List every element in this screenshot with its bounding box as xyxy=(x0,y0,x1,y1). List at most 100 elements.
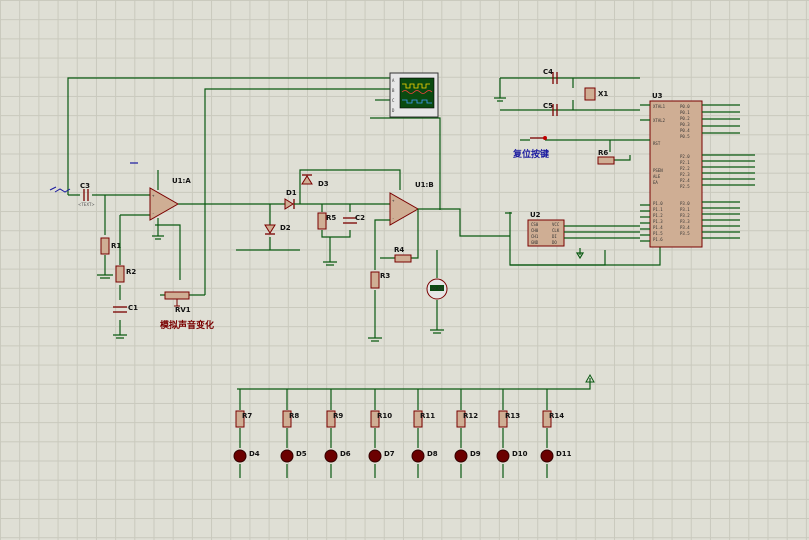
opamp-u1b[interactable]: + - xyxy=(389,192,420,226)
chip-u3[interactable]: XTAL1 XTAL2 RST PSEN ALE EA P1.0 P1.1 P1… xyxy=(649,100,703,248)
diode-d1[interactable] xyxy=(284,198,295,210)
resistor-r1[interactable] xyxy=(100,237,110,255)
svg-text:P0.2: P0.2 xyxy=(680,116,690,121)
label-u2: U2 xyxy=(530,211,541,219)
svg-text:P1.5: P1.5 xyxy=(653,231,663,236)
label-d2: D2 xyxy=(280,224,291,232)
crystal-x1[interactable] xyxy=(584,87,596,101)
led-resistor[interactable] xyxy=(456,410,466,428)
resistor-r4[interactable] xyxy=(394,254,412,263)
led-resistor[interactable] xyxy=(498,410,508,428)
led-diode-label: D8 xyxy=(427,450,438,458)
ground-r1 xyxy=(97,274,113,279)
resistor-r5[interactable] xyxy=(317,212,327,230)
wire-rv-to-scope xyxy=(204,88,390,295)
wire-u2 xyxy=(505,212,640,266)
led-diode[interactable] xyxy=(454,449,468,463)
svg-text:-: - xyxy=(152,211,154,216)
led-diode[interactable] xyxy=(496,449,510,463)
svg-text:DI: DI xyxy=(552,234,557,239)
wire-led-vcc xyxy=(237,378,591,390)
led-diode[interactable] xyxy=(324,449,338,463)
label-r2: R2 xyxy=(126,268,136,276)
wire-d2 xyxy=(236,204,300,251)
svg-text:XTAL1: XTAL1 xyxy=(653,104,666,109)
svg-text:+: + xyxy=(152,193,155,198)
wire-input-to-scope xyxy=(67,77,390,195)
potentiometer-rv1[interactable] xyxy=(164,291,190,307)
led-resistor[interactable] xyxy=(326,410,336,428)
svg-text:P0.5: P0.5 xyxy=(680,134,690,139)
signal-source[interactable] xyxy=(49,186,71,193)
svg-text:P3.0: P3.0 xyxy=(680,201,690,206)
svg-text:A: A xyxy=(392,78,395,83)
led-diode[interactable] xyxy=(280,449,294,463)
led-resistor[interactable] xyxy=(235,410,245,428)
diode-d2[interactable] xyxy=(264,224,276,235)
wire-u3-pins xyxy=(640,104,755,242)
led-diode[interactable] xyxy=(368,449,382,463)
label-r4: R4 xyxy=(394,246,404,254)
capacitor-c1[interactable] xyxy=(113,306,127,313)
svg-text:P2.3: P2.3 xyxy=(680,172,690,177)
ground-c1 xyxy=(113,334,127,339)
svg-text:B: B xyxy=(392,88,395,93)
led-diode-label: D5 xyxy=(296,450,307,458)
resistor-r2[interactable] xyxy=(115,265,125,283)
resistor-r3[interactable] xyxy=(370,271,380,289)
svg-text:DO: DO xyxy=(552,240,557,245)
led-resistor-label: R10 xyxy=(377,412,392,420)
capacitor-c3[interactable] xyxy=(83,189,89,201)
chip-u2[interactable]: CS0 CH0 CH1 GND VCC CLK DI DO xyxy=(527,219,565,247)
led-resistor[interactable] xyxy=(282,410,292,428)
led-resistor-label: R14 xyxy=(549,412,564,420)
svg-text:EA: EA xyxy=(653,180,658,185)
label-rv1: RV1 xyxy=(175,306,191,314)
led-resistor-label: R11 xyxy=(420,412,435,420)
ground-crystal xyxy=(494,97,506,102)
wire-crystal xyxy=(499,77,640,111)
svg-text:RST: RST xyxy=(653,141,661,146)
diode-d3[interactable] xyxy=(301,174,313,185)
opamp-u1a[interactable]: + - xyxy=(149,187,180,221)
svg-text:VCC: VCC xyxy=(552,222,560,227)
svg-text:+: + xyxy=(392,198,395,203)
led-diode[interactable] xyxy=(411,449,425,463)
svg-text:P2.5: P2.5 xyxy=(680,184,690,189)
led-diode[interactable] xyxy=(540,449,554,463)
svg-text:P3.5: P3.5 xyxy=(680,231,690,236)
capacitor-c2[interactable] xyxy=(343,217,357,224)
vcc-flag-leds xyxy=(585,373,595,383)
oscilloscope[interactable]: A B C D xyxy=(389,72,439,118)
svg-text:P1.1: P1.1 xyxy=(653,207,663,212)
svg-text:P2.2: P2.2 xyxy=(680,166,690,171)
led-resistor-label: R9 xyxy=(333,412,343,420)
svg-text:P3.4: P3.4 xyxy=(680,225,690,230)
capacitor-c5[interactable] xyxy=(552,104,558,116)
label-c2: C2 xyxy=(355,214,365,222)
label-c3: C3 xyxy=(80,182,90,190)
reset-button[interactable] xyxy=(530,136,547,140)
ground-r3 xyxy=(368,337,382,342)
svg-text:P2.0: P2.0 xyxy=(680,154,690,159)
wire-r5-c2 xyxy=(321,204,351,262)
led-resistor[interactable] xyxy=(413,410,423,428)
svg-text:P1.0: P1.0 xyxy=(653,201,663,206)
svg-text:GND: GND xyxy=(531,240,539,245)
voltmeter[interactable]: +0.00 xyxy=(426,278,448,300)
ground-u2 xyxy=(575,252,585,260)
label-u1b: U1:B xyxy=(415,181,434,189)
led-resistor[interactable] xyxy=(542,410,552,428)
svg-text:P3.3: P3.3 xyxy=(680,219,690,224)
led-resistor[interactable] xyxy=(370,410,380,428)
capacitor-c4[interactable] xyxy=(552,72,558,84)
svg-text:D: D xyxy=(392,108,395,113)
led-diode[interactable] xyxy=(233,449,247,463)
resistor-r6[interactable] xyxy=(597,156,615,165)
svg-text:CS0: CS0 xyxy=(531,222,539,227)
label-u3: U3 xyxy=(652,92,663,100)
led-resistor-label: R7 xyxy=(242,412,252,420)
